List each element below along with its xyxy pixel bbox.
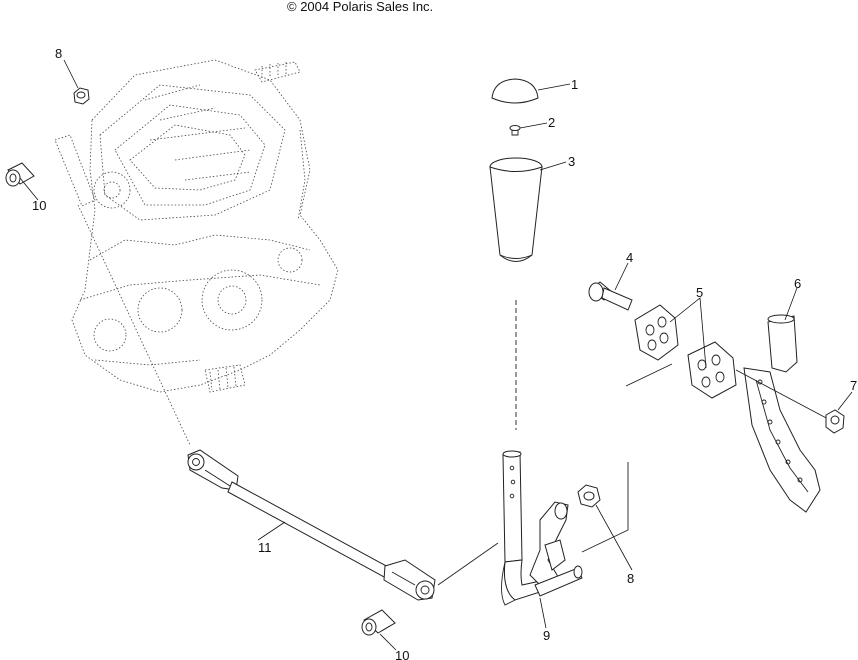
callout-11: 11 <box>258 540 272 555</box>
part-1-cap <box>491 78 539 104</box>
frame-bracket <box>743 367 821 513</box>
part-5-bushing-left <box>634 304 679 361</box>
part-9-shift-lever <box>501 450 583 606</box>
callout-8-upper: 8 <box>55 46 62 61</box>
copyright-header: © 2004 Polaris Sales Inc. <box>0 0 858 16</box>
part-11-link-rod <box>187 449 436 601</box>
part-7-nut <box>825 409 845 434</box>
part-10-bolt-bottom <box>361 609 396 636</box>
shift-arm-on-engine <box>54 134 96 207</box>
callout-6: 6 <box>794 276 801 291</box>
bracket-line-upper <box>625 363 673 387</box>
callout-10-left: 10 <box>32 198 46 213</box>
rod-to-lever-line <box>437 542 499 586</box>
leader-lines <box>19 59 853 651</box>
engine-to-link-line <box>77 204 191 446</box>
callout-8-right: 8 <box>627 571 634 586</box>
part-5-bushing-right <box>687 341 737 399</box>
callout-10-bottom: 10 <box>395 648 409 660</box>
part-2-screw <box>509 125 521 136</box>
callout-9: 9 <box>543 628 550 643</box>
part-8-nut-upper <box>73 87 90 105</box>
callout-4: 4 <box>626 250 633 265</box>
callout-2: 2 <box>548 115 555 130</box>
part-8-nut-right <box>577 484 601 508</box>
part-6-sleeve <box>767 314 798 373</box>
callout-3: 3 <box>568 154 575 169</box>
part-4-bolt <box>588 281 633 311</box>
callout-5: 5 <box>696 285 703 300</box>
callout-1: 1 <box>571 77 578 92</box>
bushing-to-nut-line <box>735 369 831 421</box>
part-3-grip <box>489 157 543 262</box>
callout-7: 7 <box>850 378 857 393</box>
copyright-text: © 2004 Polaris Sales Inc. <box>287 0 434 14</box>
bracket-line-right <box>581 462 629 553</box>
part-10-bolt-left <box>5 162 35 187</box>
engine-illustration <box>71 59 339 393</box>
